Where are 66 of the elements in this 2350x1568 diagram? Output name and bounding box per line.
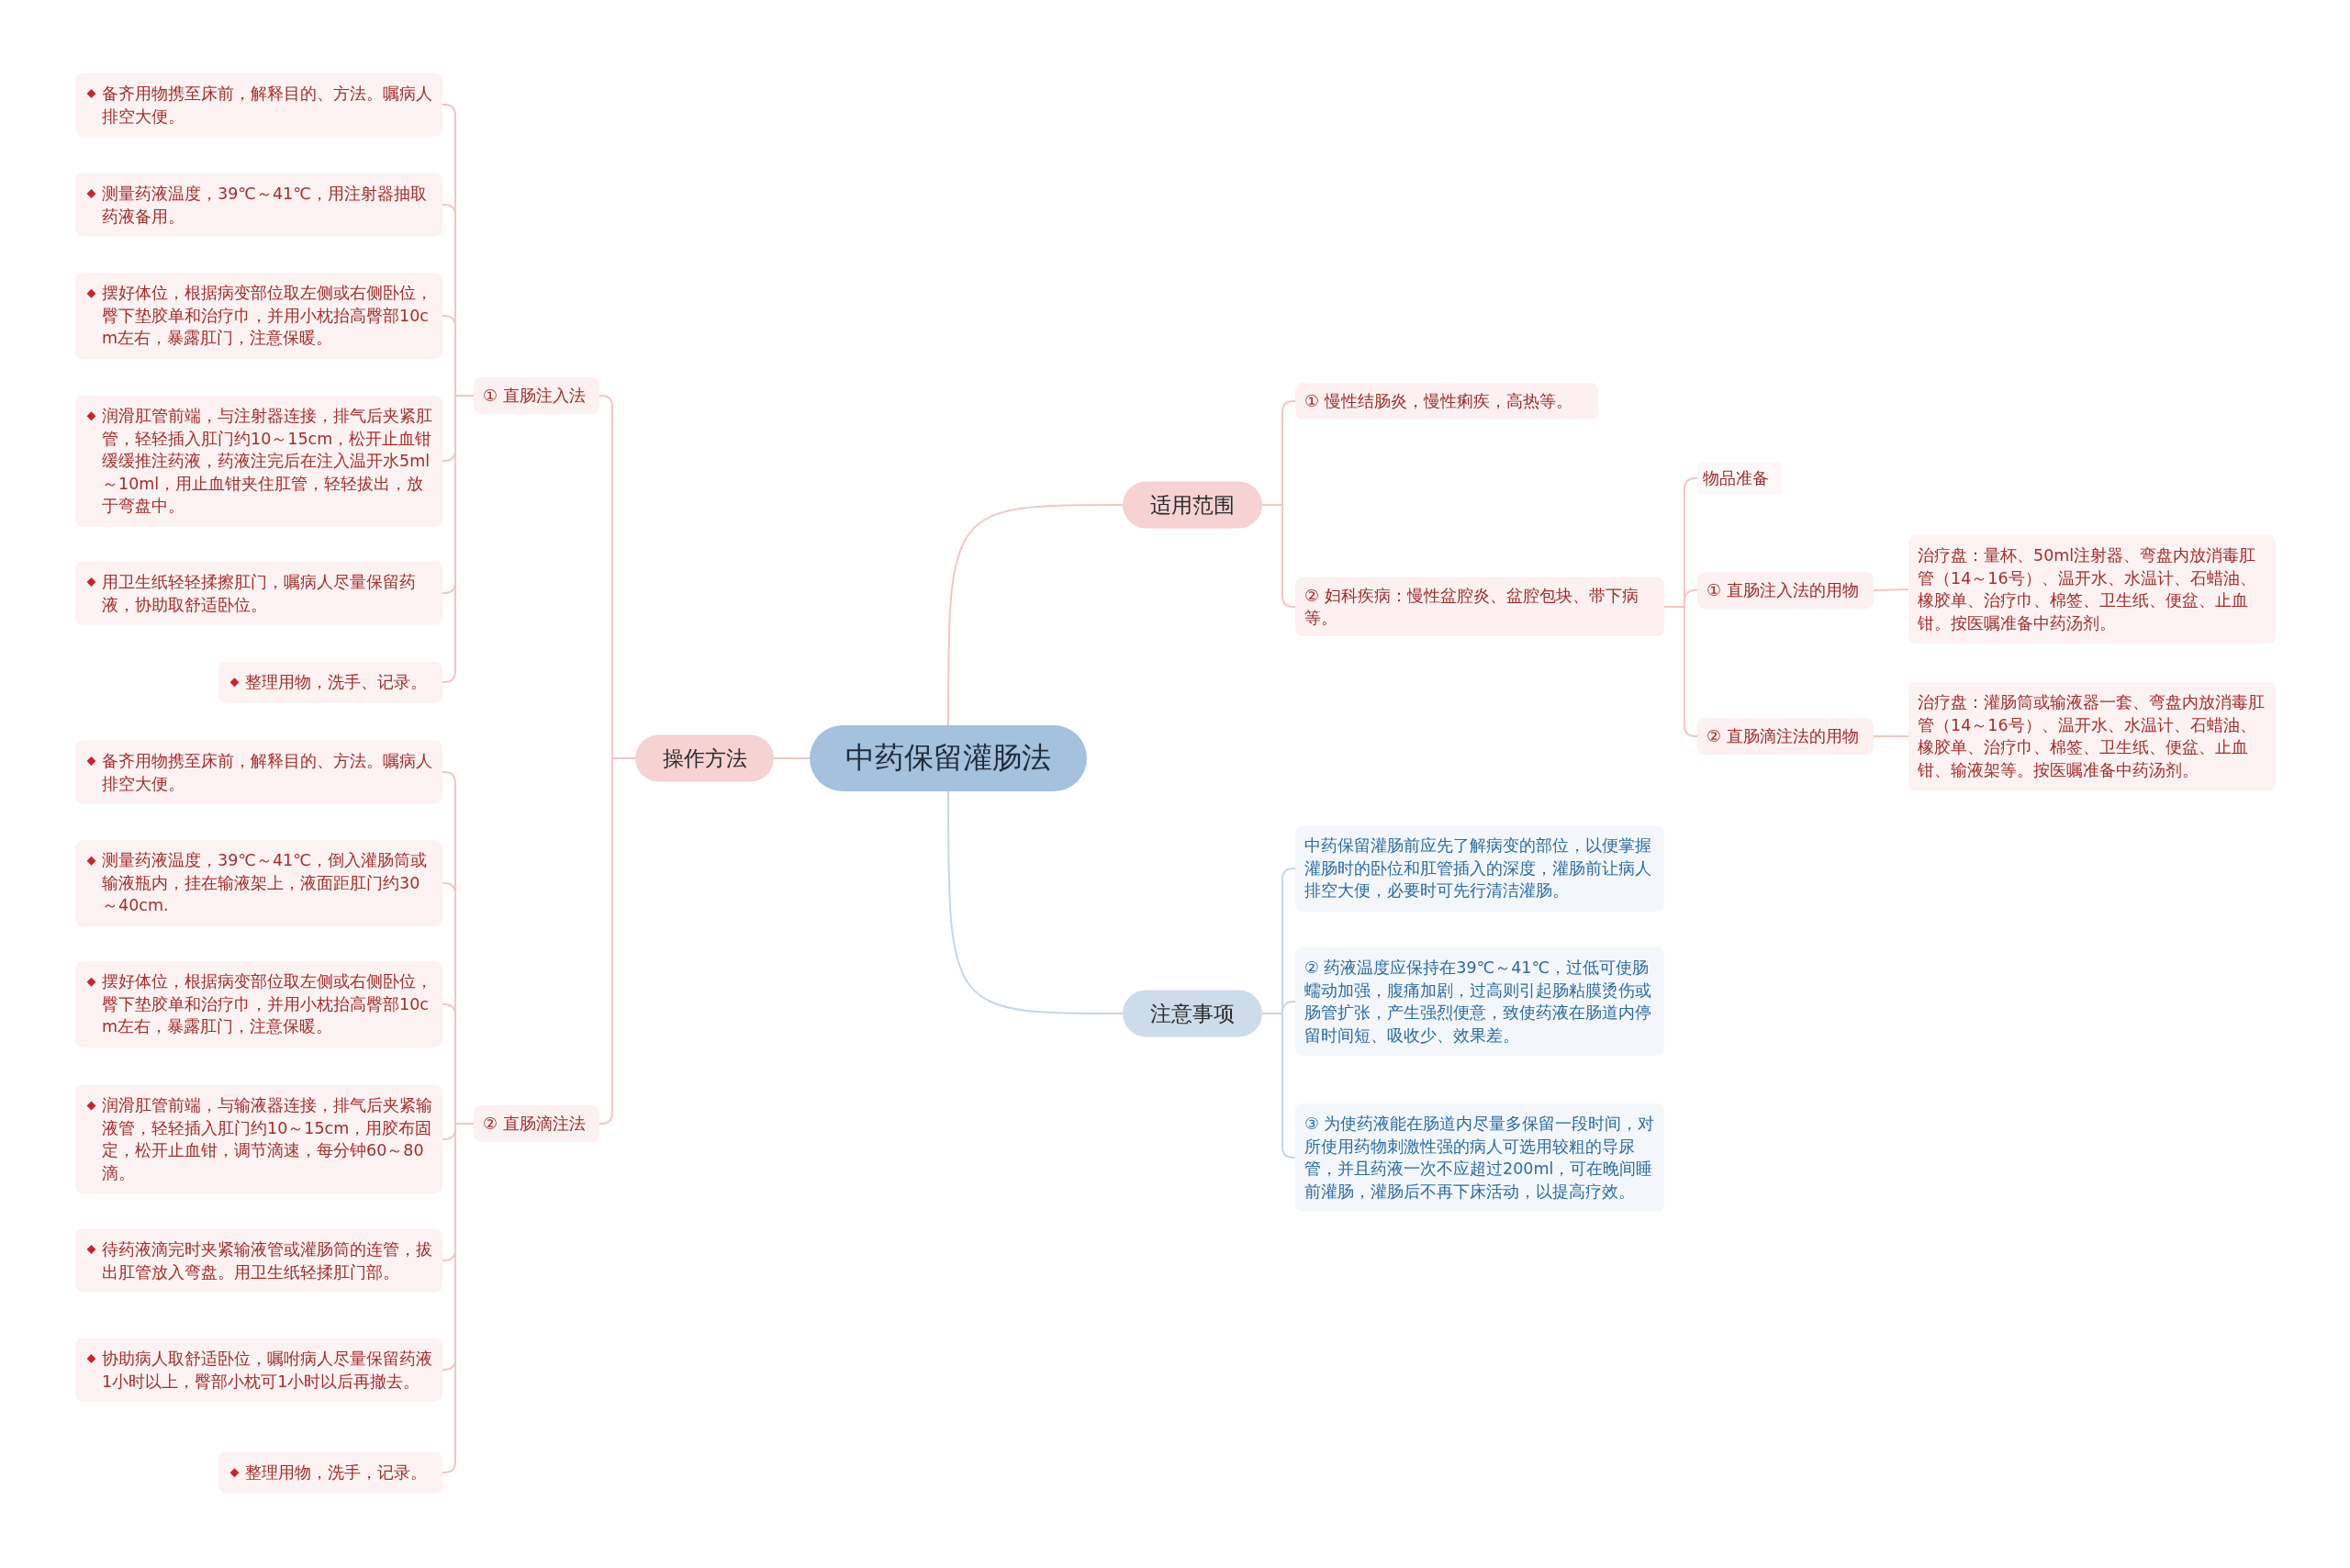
topic-text: 治疗盘：灌肠筒或输液器一套、弯盘内放消毒肛管（14～16号）、温开水、水温计、石蜡油、橡胶单、治疗巾、棉签、卫生纸、便盆、止血钳、输液架等。按医嘱准备中药汤剂。 xyxy=(1918,692,2266,781)
topic-text: 润滑肛管前端，与注射器连接，排气后夹紧肛管，轻轻插入肛门约10～15cm，松开止血钳缓缓推注药液，药液注完后在注入温开水5ml～10ml，用止血钳夹住肛管，轻轻拔出，放于弯盘中。 xyxy=(102,405,433,517)
topic-text: ② 妇科疾病：慢性盆腔炎、盆腔包块、带下病等。 xyxy=(1304,585,1639,629)
topic-text: 协助病人取舒适卧位，嘱咐病人尽量保留药液1小时以上，臀部小枕可1小时以后再撤去。 xyxy=(102,1348,433,1392)
connector-line xyxy=(1261,1013,1296,1159)
topic-text: ③ 为使药液能在肠道内尽量多保留一段时间，对所使用药物刺激性强的病人可选用较粗的导尿管，并且药液一次不应超过200ml，可在晚间睡前灌肠，灌肠后不再下床活动，以提高疗效。 xyxy=(1304,1114,1655,1203)
topic-text: ① 直肠注入法的用物 xyxy=(1707,579,1859,601)
text-card xyxy=(218,661,442,703)
topic-text: 润滑肛管前端，与输液器连接，排气后夹紧输液管，轻轻插入肛门约10～15cm，用胶布固定，松开止血钳，调节滴速，每分钟60～80滴。 xyxy=(102,1095,433,1184)
text-card xyxy=(75,73,442,137)
topic-text: 测量药液温度，39℃～41℃，用注射器抽取药液备用。 xyxy=(102,183,428,227)
connector-line xyxy=(442,395,475,683)
subtopic-box xyxy=(1295,577,1664,636)
topic-text: 操作方法 xyxy=(662,745,747,772)
topic-text: 备齐用物携至床前，解释目的、方法。嘱病人排空大便。 xyxy=(102,83,433,127)
subtopic-box xyxy=(1697,572,1874,609)
topic-text: 摆好体位，根据病变部位取左侧或右侧卧位，臀下垫胶单和治疗巾，并用小枕抬高臀部10cm左右，暴露肛门，注意保暖。 xyxy=(102,283,433,350)
topic-text: 整理用物，洗手，记录。 xyxy=(245,1462,427,1484)
subtopic-box xyxy=(1295,383,1598,420)
text-card xyxy=(75,561,442,625)
connector-line xyxy=(947,504,1124,726)
connector-line xyxy=(773,757,811,759)
topic-text: 用卫生纸轻轻揉擦肛门，嘱病人尽量保留药液，协助取舒适卧位。 xyxy=(102,571,417,615)
connector-line xyxy=(1873,735,1909,737)
topic-text: 注意事项 xyxy=(1150,1000,1235,1027)
topic-text: ② 直肠滴注法的用物 xyxy=(1707,725,1859,747)
note-card xyxy=(1295,1103,1664,1212)
topic-text: 备齐用物携至床前，解释目的、方法。嘱病人排空大便。 xyxy=(102,750,433,794)
text-card xyxy=(1908,682,2276,790)
connector-line xyxy=(1261,504,1296,608)
branch-topic xyxy=(635,734,774,782)
branch-topic xyxy=(1123,481,1262,529)
topic-text: 中药保留灌肠法 xyxy=(845,739,1051,777)
text-card xyxy=(1908,535,2276,644)
note-card xyxy=(1295,947,1664,1056)
subtopic-label xyxy=(1697,462,1784,495)
text-card xyxy=(75,273,442,359)
topic-text: 整理用物，洗手、记录。 xyxy=(245,671,427,693)
text-card xyxy=(75,961,442,1047)
text-card xyxy=(75,840,442,926)
note-card xyxy=(1295,825,1664,912)
topic-text: 物品准备 xyxy=(1703,467,1769,489)
topic-text: ② 药液温度应保持在39℃～41℃，过低可使肠蠕动加强，腹痛加剧，过高则引起肠粘膜烫伤或肠管扩张，产生强烈便意，致使药液在肠道内停留时间短、吸收少、效果差。 xyxy=(1304,958,1652,1047)
topic-text: 治疗盘：量杯、50ml注射器、弯盘内放消毒肛管（14～16号）、温开水、水温计、石蜡油、橡胶单、治疗巾、棉签、卫生纸、便盆、止血钳。按医嘱准备中药汤剂。 xyxy=(1918,545,2257,634)
text-card xyxy=(75,740,442,804)
topic-text: ② 直肠滴注法 xyxy=(483,1113,586,1135)
branch-topic xyxy=(1123,990,1262,1037)
text-card xyxy=(218,1451,442,1494)
text-card xyxy=(75,1085,442,1193)
topic-text: 摆好体位，根据病变部位取左侧或右侧卧位，臀下垫胶单和治疗巾，并用小枕抬高臀部10cm左右，暴露肛门，注意保暖。 xyxy=(102,971,433,1038)
connector-line xyxy=(1663,606,1698,737)
connector-line xyxy=(1873,588,1909,591)
topic-text: 待药液滴完时夹紧输液管或灌肠筒的连管，拔出肛管放入弯盘。用卫生纸轻揉肛门部。 xyxy=(102,1238,433,1282)
topic-text: 测量药液温度，39℃～41℃，倒入灌肠筒或输液瓶内，挂在输液架上，液面距肛门约30～40cm. xyxy=(102,850,428,917)
topic-text: ① 慢性结肠炎，慢性痢疾，高热等。 xyxy=(1304,390,1572,412)
text-card xyxy=(75,1228,442,1293)
subtopic-box xyxy=(474,1105,599,1142)
connector-line xyxy=(947,790,1124,1014)
text-card xyxy=(75,1338,442,1402)
text-card xyxy=(75,395,442,527)
topic-text: 中药保留灌肠前应先了解病变的部位，以便掌握灌肠时的卧位和肛管插入的深度，灌肠前让病人排空大便，必要时可先行清洁灌肠。 xyxy=(1304,835,1652,902)
subtopic-box xyxy=(1697,718,1874,755)
topic-text: 适用范围 xyxy=(1150,491,1235,519)
topic-text: ① 直肠注入法 xyxy=(483,385,586,407)
subtopic-box xyxy=(474,377,599,414)
text-card xyxy=(75,173,442,237)
